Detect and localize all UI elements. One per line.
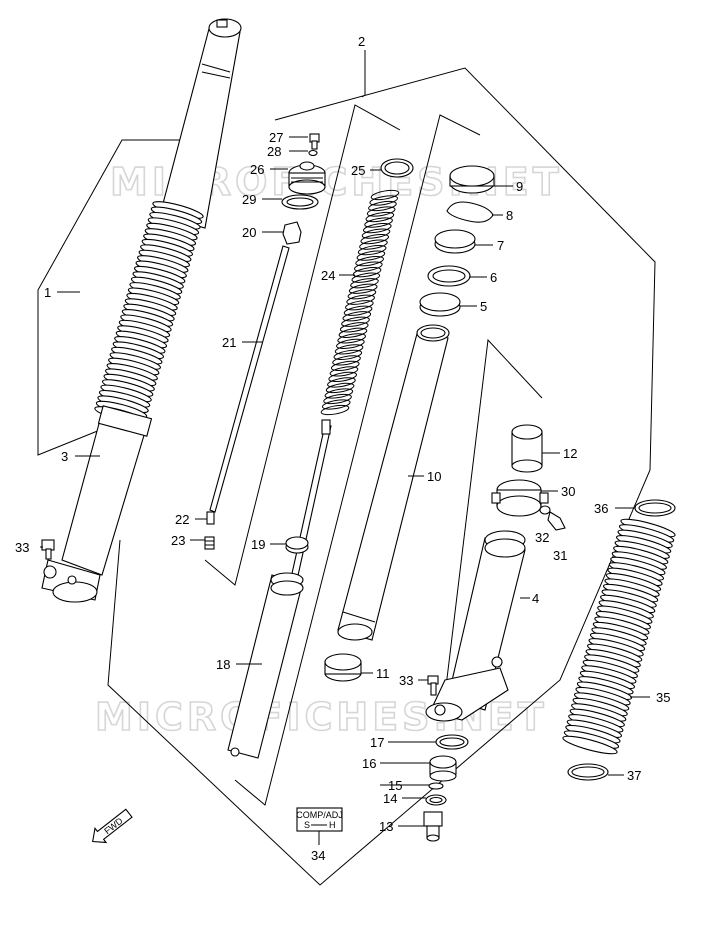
- callout-8: 8: [506, 208, 513, 223]
- callout-15: 15: [388, 778, 402, 793]
- callout-3: 3: [61, 449, 68, 464]
- bolt-33-left: [41, 539, 55, 560]
- callout-27: 27: [269, 130, 283, 145]
- callout-37: 37: [627, 768, 641, 783]
- boot-bellows-35: [562, 518, 676, 755]
- callout-26: 26: [250, 162, 264, 177]
- cap-bolt-group: [204, 133, 326, 550]
- callout-20: 20: [242, 225, 256, 240]
- boot-group: [562, 499, 676, 781]
- callout-33-left: 33: [15, 540, 29, 555]
- callout-25: 25: [351, 163, 365, 178]
- callout-32: 32: [535, 530, 549, 545]
- callout-22: 22: [175, 512, 189, 527]
- callout-5: 5: [480, 299, 487, 314]
- plate-right-text: H: [329, 820, 336, 830]
- fork-assembly-1: [41, 18, 242, 603]
- damper-group: [227, 419, 332, 759]
- callout-7: 7: [497, 238, 504, 253]
- callout-19: 19: [251, 537, 265, 552]
- callout-13: 13: [379, 819, 393, 834]
- callout-6: 6: [490, 270, 497, 285]
- callout-4: 4: [532, 591, 539, 606]
- plate-left-text: S: [304, 820, 310, 830]
- callout-10: 10: [427, 469, 441, 484]
- callout-21: 21: [222, 335, 236, 350]
- callout-28: 28: [267, 144, 281, 159]
- spring-group: [320, 158, 414, 416]
- callout-11: 11: [376, 666, 390, 681]
- callout-34: 34: [311, 848, 325, 863]
- callout-2: 2: [358, 34, 365, 49]
- callout-24: 24: [321, 268, 335, 283]
- callout-16: 16: [362, 756, 376, 771]
- callout-30: 30: [561, 484, 575, 499]
- plate-top-text: COMP/ADJ: [296, 810, 343, 820]
- assembly-frames: [37, 50, 656, 886]
- callout-12: 12: [563, 446, 577, 461]
- fork-spring-24: [320, 189, 400, 416]
- callout-17: 17: [370, 735, 384, 750]
- boot-bellows: [94, 201, 204, 424]
- callout-1: 1: [44, 285, 51, 300]
- leader-lines: [40, 136, 650, 845]
- callout-29: 29: [242, 192, 256, 207]
- callout-35: 35: [656, 690, 670, 705]
- callout-31: 31: [553, 548, 567, 563]
- callout-labels: 1 2 3 4 5 6 7 8 9 10 11 12 13 14 15 16 1…: [15, 34, 670, 863]
- callout-9: 9: [516, 179, 523, 194]
- callout-33-right: 33: [399, 673, 413, 688]
- fwd-arrow: FWD: [92, 808, 133, 844]
- callout-36: 36: [594, 501, 608, 516]
- callout-23: 23: [171, 533, 185, 548]
- compression-adjuster-plate: COMP/ADJ S H: [296, 807, 343, 832]
- callout-18: 18: [216, 657, 230, 672]
- inner-tube-group: [324, 165, 495, 682]
- outer-tube-group: [423, 424, 566, 842]
- callout-14: 14: [383, 791, 397, 806]
